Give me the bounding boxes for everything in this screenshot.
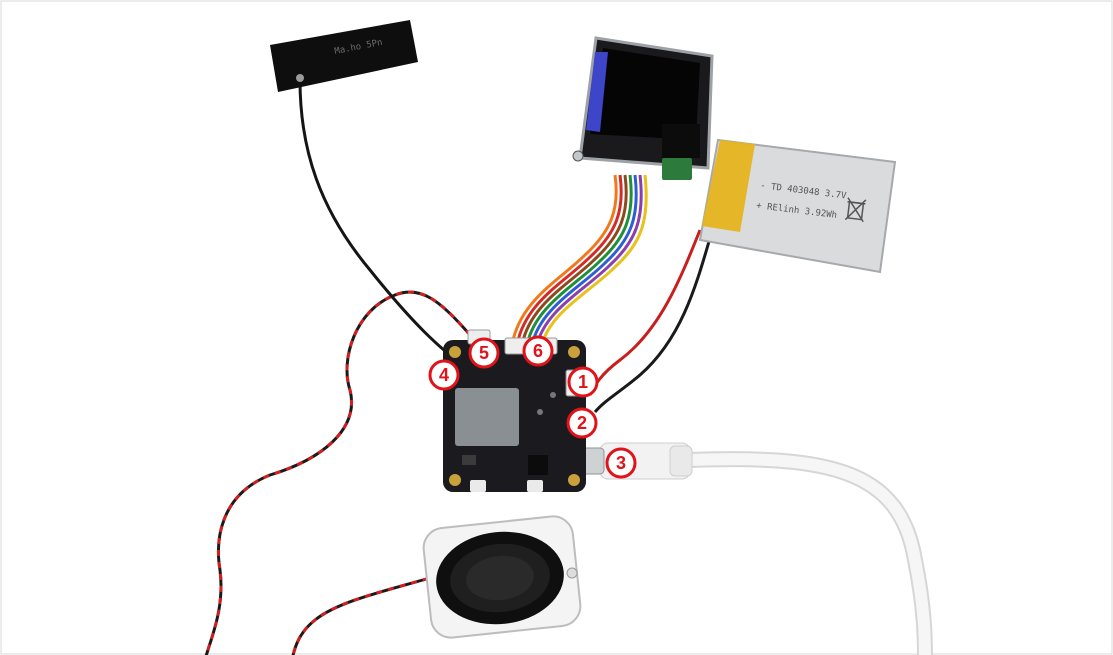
callout-5: 5 — [468, 337, 500, 369]
callout-3: 3 — [605, 447, 637, 479]
display-connector — [662, 158, 692, 180]
callout-number: 3 — [616, 453, 626, 473]
callout-6: 6 — [522, 335, 554, 367]
callout-markers: 1 2 3 4 5 6 — [428, 335, 637, 479]
callout-circle — [566, 407, 598, 439]
callout-number: 2 — [577, 413, 587, 433]
lipo-battery: - TD 403048 3.7V + RElinh 3.92Wh — [698, 138, 897, 274]
wifi-module — [455, 388, 519, 446]
boot-button — [470, 480, 486, 492]
callout-2: 2 — [566, 407, 598, 439]
callout-circle — [605, 447, 637, 479]
callout-4: 4 — [428, 359, 460, 391]
display-wires — [510, 174, 648, 346]
callout-circle — [468, 337, 500, 369]
callout-1: 1 — [567, 366, 599, 398]
callout-number: 1 — [578, 372, 588, 392]
antenna-patch — [270, 20, 418, 92]
esp32-board — [443, 329, 591, 492]
display-module — [572, 36, 714, 180]
speaker-wire — [204, 290, 472, 655]
recycle-bin-icon — [844, 197, 867, 223]
callout-circle — [567, 366, 599, 398]
antenna: Ma.ho 5Pn — [270, 20, 471, 372]
display-fpc — [662, 124, 700, 158]
callout-number: 5 — [479, 343, 489, 363]
callout-number: 6 — [533, 341, 543, 361]
callout-number: 4 — [439, 365, 449, 385]
reset-button — [527, 480, 543, 492]
callout-circle — [428, 359, 460, 391]
kapton-tape — [702, 140, 755, 232]
callout-circle — [522, 335, 554, 367]
speaker — [422, 515, 582, 639]
